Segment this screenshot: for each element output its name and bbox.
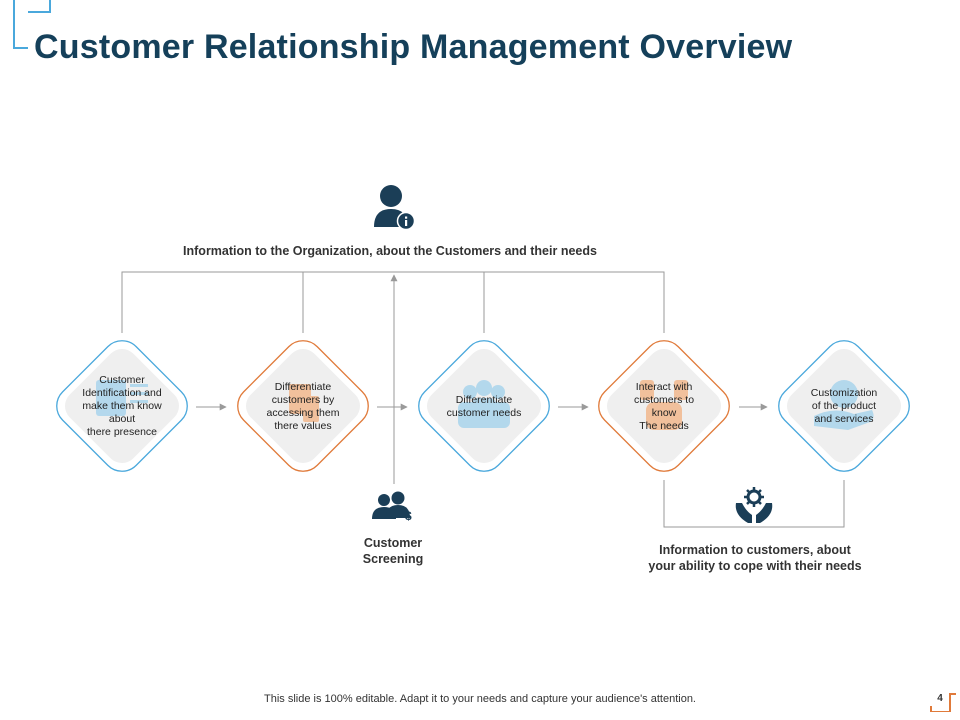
- document-icon: [289, 384, 319, 422]
- page-number: 4: [937, 693, 943, 704]
- page-corner-accent: [930, 693, 956, 712]
- node-3-text: Differentiate customer needs: [446, 394, 522, 419]
- flow-node-4: [598, 340, 730, 472]
- corner-accent: [13, 0, 51, 49]
- checklist-icon: [96, 380, 148, 416]
- handshake-icon: [640, 380, 688, 430]
- page-number-badge: 4: [930, 688, 956, 712]
- flow-node-2: [237, 340, 369, 472]
- slide-title: Customer Relationship Management Overvie…: [34, 28, 793, 66]
- footer-note: This slide is 100% editable. Adapt it to…: [264, 693, 696, 705]
- flow-node-3: [418, 340, 550, 472]
- node-4-text: Interact with customers to know The need…: [633, 381, 695, 432]
- gear-hands-icon: [735, 487, 773, 523]
- people-group-icon: [458, 380, 510, 428]
- node-1-text: Customer Identification and make them kn…: [82, 374, 162, 438]
- bottom-connector: [663, 480, 845, 528]
- gear-hand-icon: [814, 380, 874, 430]
- customer-info-label: Information to customers, about your abi…: [648, 543, 862, 573]
- org-info-label: Information to the Organization, about t…: [183, 244, 597, 258]
- node-2-text: Differentiate customers by accessing the…: [266, 381, 340, 432]
- people-dollar-icon: $: [372, 491, 412, 523]
- person-info-icon: [374, 185, 416, 231]
- flow-node-1: [56, 340, 188, 472]
- customer-screening-label: Customer Screening: [362, 536, 424, 566]
- node-5-text: Customization of the product and service…: [810, 387, 878, 425]
- flow-node-5: [778, 340, 910, 472]
- svg-text:$: $: [405, 509, 412, 523]
- top-connector: [121, 271, 665, 333]
